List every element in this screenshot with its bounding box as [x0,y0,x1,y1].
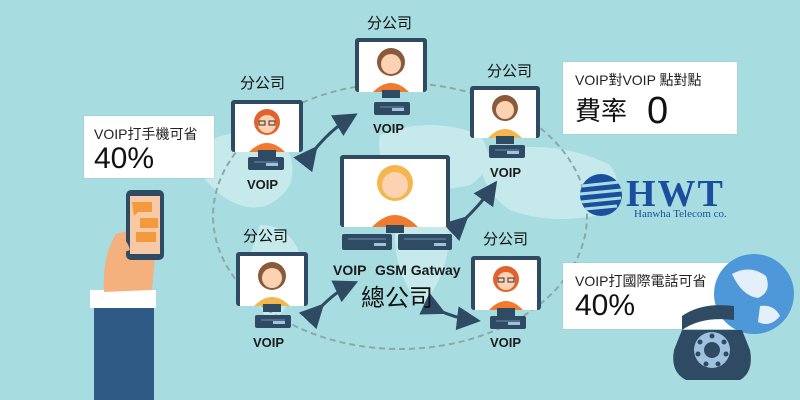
hq-person-avatar [372,165,418,227]
branch-monitor-right [470,86,540,144]
callout-p2p-rate-label: 費率 [575,96,628,126]
arrow-bottomleft [298,280,359,330]
arrow-topright [442,180,498,242]
branch-monitor-left [231,100,303,158]
callout-intl-percent: 40% [575,289,636,322]
hwt-globe-icon [579,174,623,216]
voip-label-top: VOIP [373,121,405,136]
branch-monitor-bottomleft [236,252,308,312]
callout-mobile-text: VOIP打手機可省 [94,126,198,142]
hq-gsm-label: GSM Gatway [375,262,461,278]
person-avatar [254,262,290,306]
hwt-logo-text: HWT [626,173,725,215]
callout-p2p-rate-value: 0 [647,90,669,132]
branch-monitor-top [355,38,427,98]
hwt-logo-subtitle: Hanwha Telecom co. [634,208,727,220]
branch-label-right: 分公司 [487,63,533,80]
voip-label-left: VOIP [247,177,279,192]
hq-voip-router [342,234,392,250]
voip-router-right [489,145,525,158]
hq-gsm-gateway [398,234,452,250]
callout-p2p-text: VOIP對VOIP 點對點 [575,72,702,88]
voip-label-bottomright: VOIP [490,335,522,350]
voip-router-left [248,157,284,170]
voip-router-bottomright [490,316,526,329]
branch-label-top: 分公司 [367,15,413,32]
voip-label-bottomleft: VOIP [253,335,285,350]
person-avatar [488,95,522,138]
callout-mobile-percent: 40% [94,142,155,175]
voip-label-right: VOIP [490,165,522,180]
callout-p2p-rate: VOIP對VOIP 點對點 費率 0 [563,62,737,134]
arrow-topleft [293,113,358,173]
arrow-bottomright [419,292,481,331]
branch-monitor-bottomright [471,256,541,316]
callout-mobile-savings: VOIP打手機可省 40% [84,116,214,178]
person-avatar [249,109,285,152]
branch-label-left: 分公司 [240,75,286,92]
hq-monitor [340,155,450,233]
voip-router-bottomleft [255,315,291,328]
branch-label-bottomleft: 分公司 [243,228,289,245]
hq-caption: 總公司 [361,285,433,312]
person-avatar [489,266,523,310]
person-avatar [373,48,409,92]
voip-router-top [374,102,410,115]
hq-voip-label: VOIP [333,262,367,278]
callout-intl-text: VOIP打國際電話可省 [575,273,707,289]
hand-phone-illustration [90,190,164,400]
globe-telephone-illustration [673,254,794,380]
branch-label-bottomright: 分公司 [483,231,529,248]
